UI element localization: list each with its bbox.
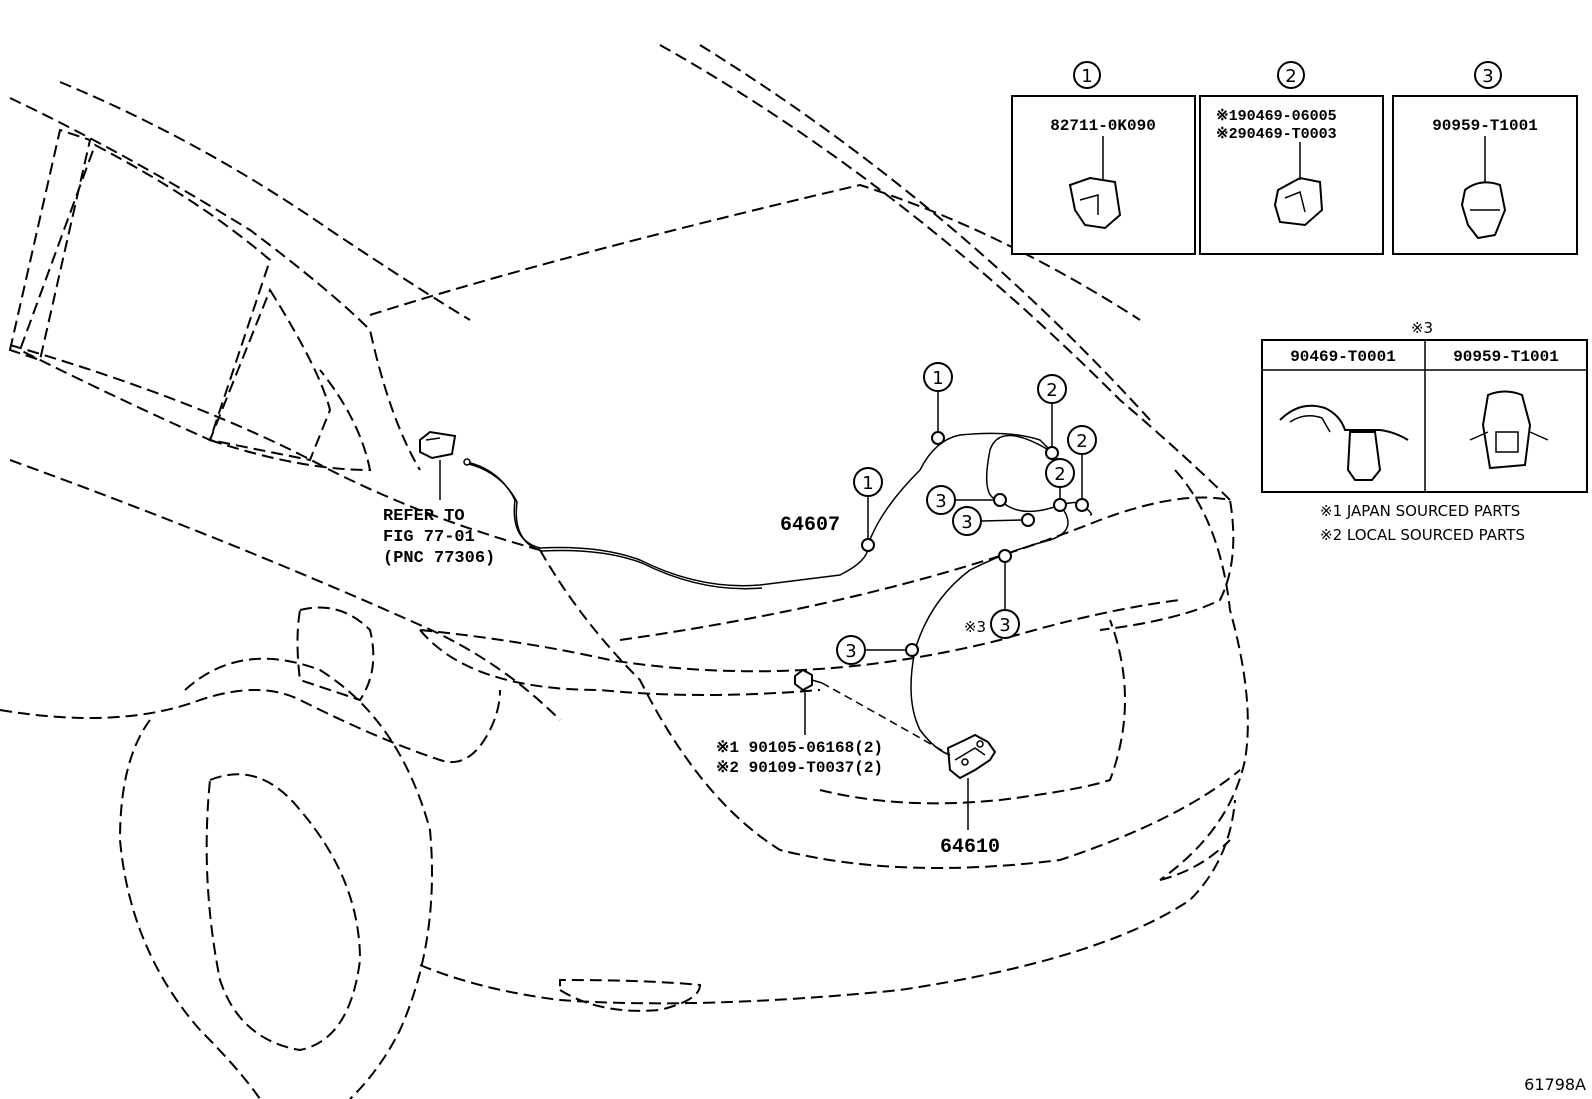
callout-1a: 1 bbox=[932, 368, 943, 389]
cable-clips bbox=[861, 431, 1089, 657]
clip-box-1: 1 82711-0K090 bbox=[1011, 61, 1196, 255]
legend-note-2: ※2 LOCAL SOURCED PARTS bbox=[1320, 526, 1525, 544]
callout-2a: 2 bbox=[1046, 380, 1057, 401]
refer-line3: (PNC 77306) bbox=[383, 549, 495, 568]
clip-box-2-part-2: ※290469-T0003 bbox=[1216, 126, 1337, 143]
callout-3b: 3 bbox=[961, 512, 972, 533]
clip-box-3-part: 90959-T1001 bbox=[1432, 117, 1538, 135]
car-body-outline bbox=[0, 44, 1249, 1099]
clip-box-1-index: 1 bbox=[1081, 66, 1092, 87]
trunk-lock-icon bbox=[946, 733, 997, 830]
clip-box-3: 3 90959-T1001 bbox=[1392, 61, 1578, 255]
refer-line1: REFER TO bbox=[383, 507, 465, 526]
callout-3a: 3 bbox=[935, 491, 946, 512]
part-label-lock: 64610 bbox=[940, 836, 1000, 859]
star3-right-part: 90959-T1001 bbox=[1453, 348, 1559, 366]
part-label-cable: 64607 bbox=[780, 514, 840, 537]
star3-mark: ※3 bbox=[964, 618, 986, 636]
clip-box-3-index: 3 bbox=[1482, 66, 1493, 87]
callout-1b: 1 bbox=[862, 473, 873, 494]
part-label-bolt1: ※1 90105-06168(2) bbox=[716, 739, 883, 757]
cable-64607 bbox=[466, 432, 1093, 756]
refer-line2: FIG 77-01 bbox=[383, 528, 475, 547]
clip-box-2-part-1: ※190469-06005 bbox=[1216, 108, 1337, 125]
callout-2b: 2 bbox=[1054, 464, 1065, 485]
clip-box-2-index: 2 bbox=[1285, 66, 1296, 87]
opener-switch bbox=[419, 430, 471, 500]
callout-3c: 3 bbox=[999, 615, 1010, 636]
clip-box-2: 2 ※190469-06005 ※290469-T0003 bbox=[1199, 61, 1384, 255]
star3-header: ※3 bbox=[1411, 319, 1433, 337]
callout-3d: 3 bbox=[845, 641, 856, 662]
callout-2c: 2 bbox=[1076, 431, 1087, 452]
bolt-icon bbox=[794, 668, 951, 756]
star3-left-part: 90469-T0001 bbox=[1290, 348, 1396, 366]
callouts: 1 1 2 2 2 3 3 3 ※3 3 bbox=[836, 362, 1097, 665]
legend-note-1: ※1 JAPAN SOURCED PARTS bbox=[1320, 502, 1520, 520]
part-label-bolt2: ※2 90109-T0037(2) bbox=[716, 759, 883, 777]
diagram-id: 61798A bbox=[1524, 1075, 1586, 1094]
star3-detail-box: ※3 90469-T0001 90959-T1001 bbox=[1261, 319, 1588, 493]
clip-box-1-part: 82711-0K090 bbox=[1050, 117, 1156, 135]
